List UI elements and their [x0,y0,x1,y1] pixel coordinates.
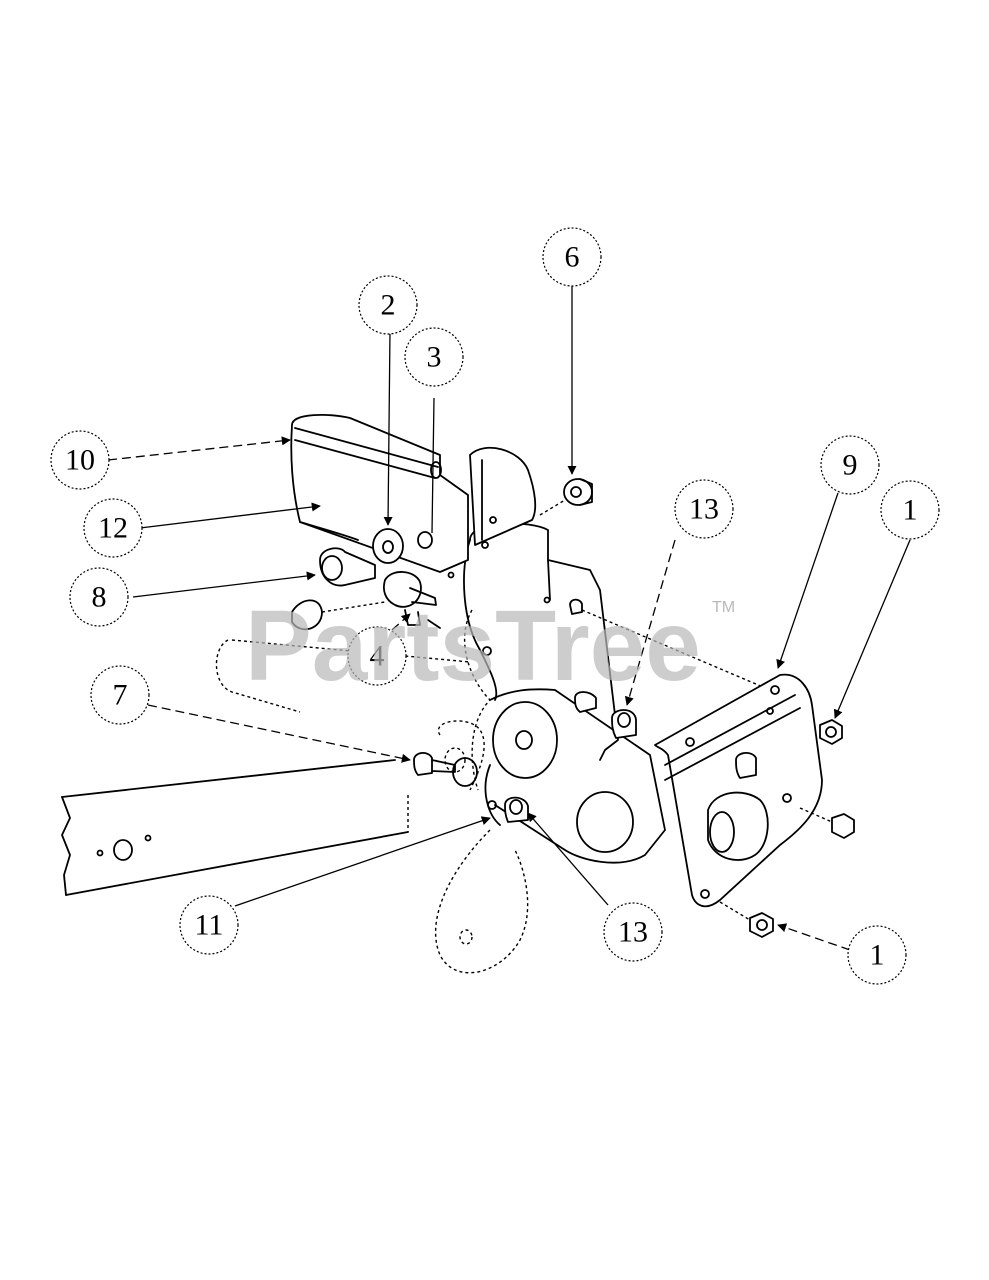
watermark-trademark: TM [712,599,735,616]
callout-number: 1 [870,939,885,972]
callout-bubble [847,925,907,985]
pivot-bracket [463,522,666,864]
callout-bubble [674,479,734,539]
callout-number: 6 [565,241,580,274]
callout-number: 10 [65,444,95,477]
callout-number: 3 [427,341,442,374]
callout-bubble [50,430,110,490]
callout-bubble [358,275,418,335]
callout-bubble [820,435,880,495]
callout-c3: 3 [404,327,464,387]
callout-bubble [404,327,464,387]
callout-c1a: 1 [880,480,940,540]
callout-c7: 7 [90,665,150,725]
frame-rail [61,639,471,896]
mounting-plate [290,414,469,579]
nuts-1 [719,719,855,938]
bushings [504,598,771,823]
callout-number: 11 [195,909,224,942]
bolt-7 [413,752,478,787]
callout-c2: 2 [358,275,418,335]
callout-number: 13 [689,493,719,526]
washer-2 [372,528,404,564]
side-gusset [469,446,537,549]
leader-lines [107,285,911,951]
callout-c11: 11 [179,895,239,955]
callout-number: 4 [370,640,385,673]
callout-number: 1 [903,494,918,527]
callout-c9: 9 [820,435,880,495]
spacer-6 [539,478,593,516]
callout-number: 12 [98,512,128,545]
callout-bubble [179,895,239,955]
callout-bubble [90,665,150,725]
callout-c13a: 13 [674,479,734,539]
callout-number: 2 [381,289,396,322]
callout-bubble [603,902,663,962]
callout-bubble [542,227,602,287]
callout-c6: 6 [542,227,602,287]
callout-number: 7 [113,679,128,712]
callout-number: 8 [92,581,107,614]
callout-c8: 8 [69,567,129,627]
callout-c12: 12 [83,498,143,558]
watermark-text: PartsTree [245,590,701,702]
callout-bubble [83,498,143,558]
callout-bubble [347,626,407,686]
callout-bubble [69,567,129,627]
side-plate-9 [654,673,823,908]
callout-c4: 4 [347,626,407,686]
watermark: PartsTree TM [245,590,735,702]
callout-c1b: 1 [847,925,907,985]
callout-number: 13 [618,916,648,949]
callout-c13b: 13 [603,902,663,962]
hardware-front [291,528,441,631]
callout-bubble [880,480,940,540]
callout-number: 9 [843,449,858,482]
callout-c10: 10 [50,430,110,490]
